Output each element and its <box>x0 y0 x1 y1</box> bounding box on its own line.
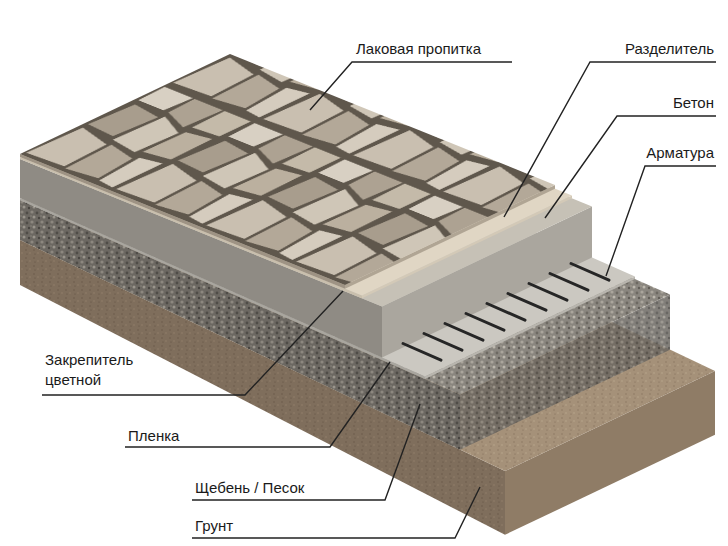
layer-label: Разделитель <box>625 40 714 57</box>
leader-line <box>504 62 716 217</box>
layer-label-box: Лаковая пропитка <box>356 40 481 58</box>
layer-label-box: Бетон <box>673 94 714 112</box>
layer-label: Грунт <box>195 517 233 534</box>
leader-lines <box>42 62 716 538</box>
leader-line <box>42 291 343 395</box>
layer-label: Лаковая пропитка <box>356 40 481 57</box>
layer-label-box: Закрепитель цветной <box>45 350 165 390</box>
layer-label: Бетон <box>673 94 714 111</box>
layer-label-box: Щебень / Песок <box>195 479 304 497</box>
stone-layer <box>20 54 555 289</box>
layer-label: Арматура <box>646 144 714 161</box>
layer-label: Пленка <box>128 427 179 444</box>
leader-line <box>606 166 716 276</box>
leader-line <box>545 116 716 218</box>
layer-label-box: Арматура <box>646 144 714 162</box>
leader-line <box>125 362 390 447</box>
leader-line <box>310 62 512 110</box>
rebar <box>403 264 609 361</box>
layer-label-box: Пленка <box>128 427 179 445</box>
layer-label: Закрепитель цветной <box>45 351 133 388</box>
layer-label-box: Грунт <box>195 517 233 535</box>
leader-line <box>192 404 420 500</box>
layer-label-box: Разделитель <box>625 40 714 58</box>
layer-label: Щебень / Песок <box>195 479 304 496</box>
